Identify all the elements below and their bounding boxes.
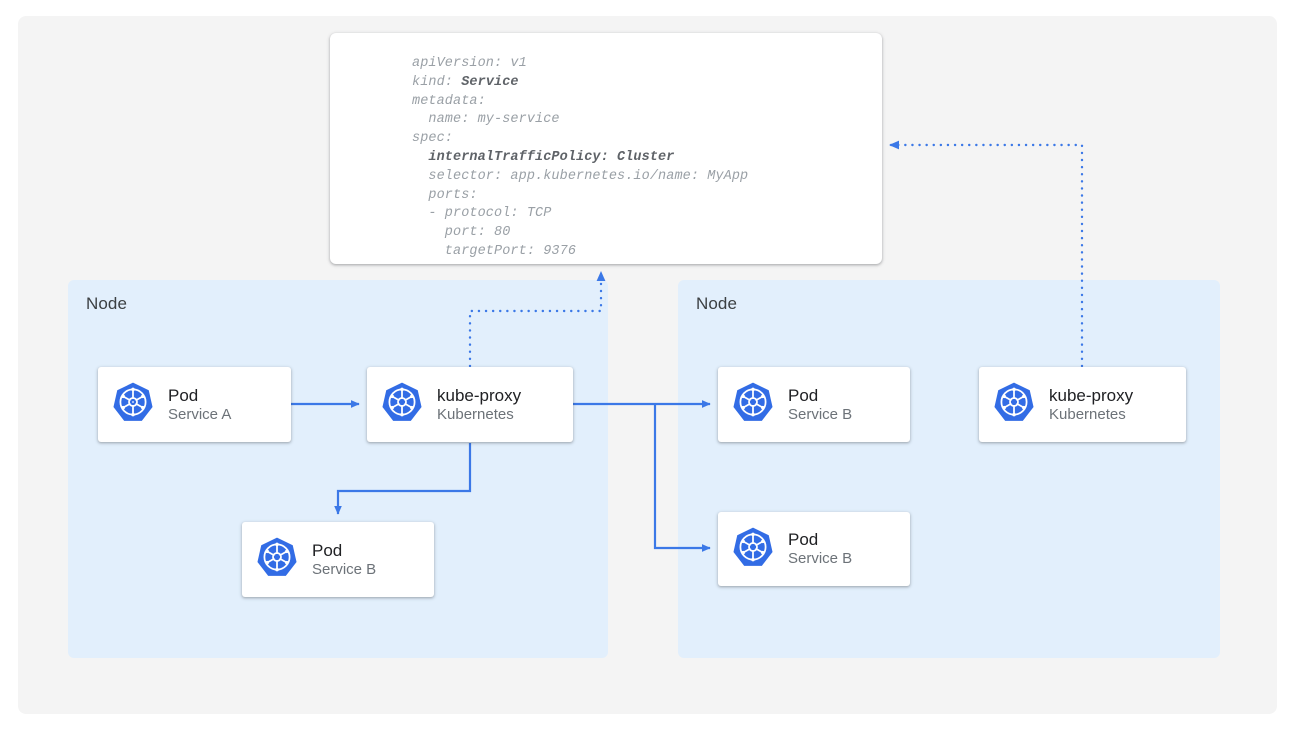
card-title: Pod <box>788 530 819 550</box>
card-subtitle: Kubernetes <box>437 405 514 423</box>
service-yaml-card: apiVersion: v1 kind: Service metadata: n… <box>330 33 882 264</box>
node-group-right: Node <box>678 280 1220 658</box>
kubernetes-logo-icon <box>993 381 1035 428</box>
card-title: Pod <box>312 540 343 560</box>
card-kube-proxy-right[interactable]: kube-proxy Kubernetes <box>979 367 1186 442</box>
card-text: kube-proxy Kubernetes <box>437 385 521 425</box>
card-subtitle: Kubernetes <box>1049 405 1126 423</box>
card-kube-proxy-left[interactable]: kube-proxy Kubernetes <box>367 367 573 442</box>
card-text: Pod Service B <box>788 529 852 569</box>
node-left-label: Node <box>86 294 128 313</box>
card-title: Pod <box>788 385 819 405</box>
kubernetes-logo-icon <box>381 381 423 428</box>
card-title: Pod <box>168 385 199 405</box>
node-group-left: Node <box>68 280 608 658</box>
kubernetes-logo-icon <box>256 536 298 583</box>
kubernetes-logo-icon <box>732 381 774 428</box>
card-text: Pod Service A <box>168 385 231 425</box>
card-pod-service-b-right-top[interactable]: Pod Service B <box>718 367 910 442</box>
card-subtitle: Service A <box>168 405 232 423</box>
card-subtitle: Service B <box>312 560 377 578</box>
card-subtitle: Service B <box>788 405 853 423</box>
service-yaml-code: apiVersion: v1 kind: Service metadata: n… <box>412 56 749 259</box>
kubernetes-logo-icon <box>112 381 154 428</box>
card-text: kube-proxy Kubernetes <box>1049 385 1133 425</box>
card-pod-service-b-left[interactable]: Pod Service B <box>242 522 434 597</box>
card-title: kube-proxy <box>437 385 522 405</box>
kubernetes-logo-icon <box>732 526 774 573</box>
card-text: Pod Service B <box>312 540 376 580</box>
card-subtitle: Service B <box>788 550 853 568</box>
card-pod-service-a[interactable]: Pod Service A <box>98 367 291 442</box>
card-text: Pod Service B <box>788 385 852 425</box>
card-title: kube-proxy <box>1049 385 1134 405</box>
card-pod-service-b-right-bottom[interactable]: Pod Service B <box>718 512 910 586</box>
node-right-label: Node <box>696 294 738 313</box>
